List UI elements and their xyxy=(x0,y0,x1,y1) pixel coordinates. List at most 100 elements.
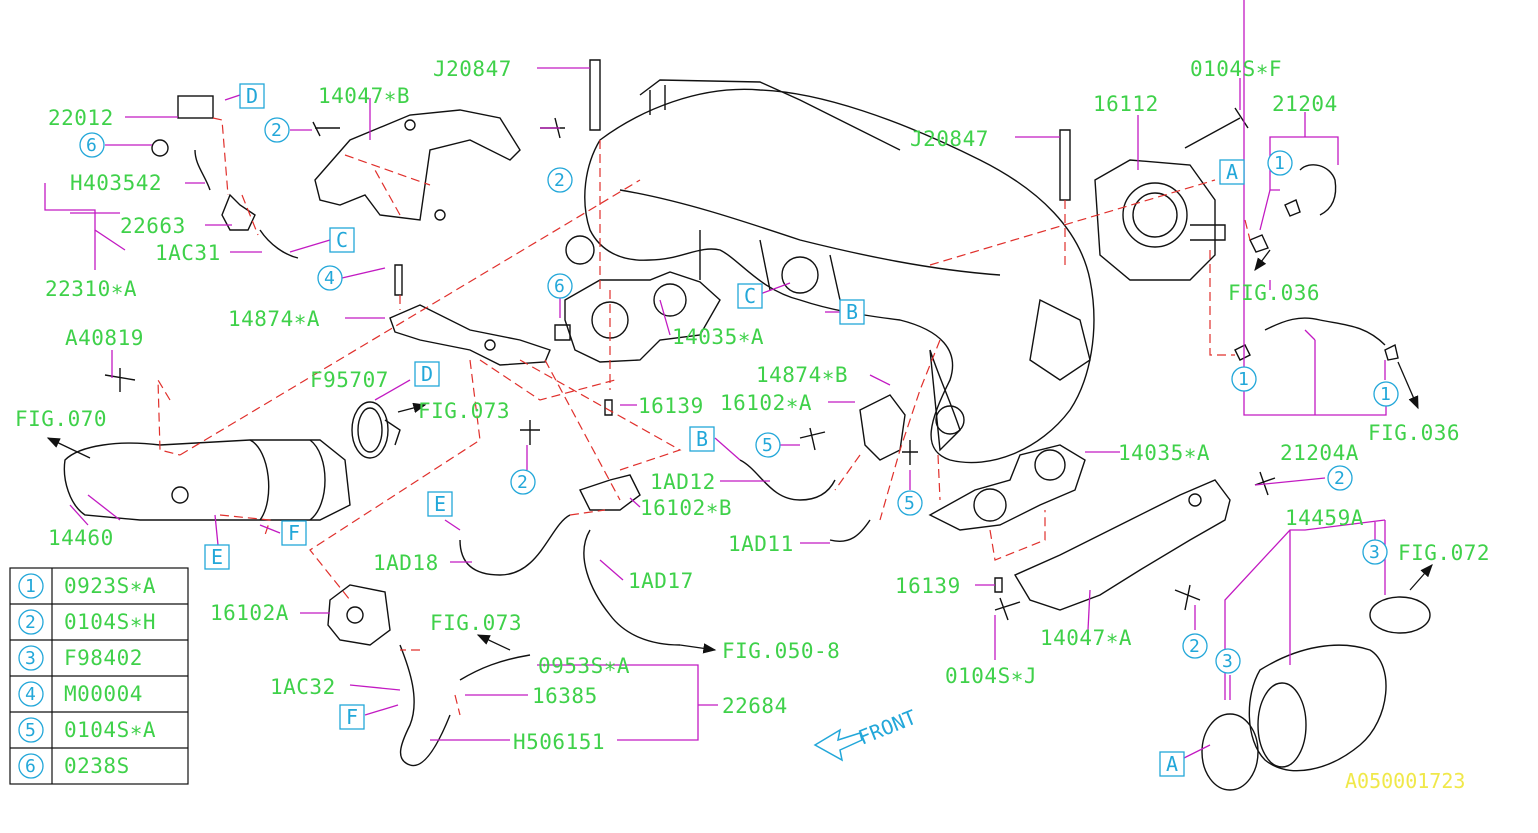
throttle-body xyxy=(1094,159,1226,281)
gasket-14035a-lower xyxy=(928,444,1086,531)
label-14460: 14460 xyxy=(48,526,114,550)
intake-manifold xyxy=(565,79,1095,464)
bracket-14874a xyxy=(389,304,551,366)
label-16102b: 16102∗B xyxy=(640,496,732,520)
solenoid-16102a-top xyxy=(859,394,906,461)
label-16139-lower: 16139 xyxy=(895,574,961,598)
legend-circle xyxy=(18,753,44,779)
label-fig036-a: FIG.036 xyxy=(1228,281,1320,305)
label-f95707: F95707 xyxy=(310,368,389,392)
label-0953s-a: 0953S∗A xyxy=(538,654,630,678)
hose-clamp-f95707 xyxy=(351,401,401,459)
letter-boxes: D C D C B B E E F F A A xyxy=(204,83,1245,777)
label-0104s-f: 0104S∗F xyxy=(1190,57,1282,81)
legend-number: 1 xyxy=(25,576,36,597)
box-f-hose: F xyxy=(346,705,358,729)
front-label: FRONT xyxy=(855,705,920,750)
box-e-hose: E xyxy=(434,492,446,516)
front-indicator: FRONT xyxy=(813,705,920,762)
legend-number: 4 xyxy=(25,684,36,705)
label-16102a: 16102A xyxy=(210,601,289,625)
label-22663: 22663 xyxy=(120,214,186,238)
callout-6-top: 6 xyxy=(86,135,97,156)
label-fig073-b: FIG.073 xyxy=(430,611,522,635)
label-16139-upper: 16139 xyxy=(638,394,704,418)
part-labels: J20847 0104S∗F 21204 16112 J20847 22012 … xyxy=(15,57,1490,754)
label-1ad11: 1AD11 xyxy=(728,532,794,556)
label-14047b: 14047∗B xyxy=(318,84,410,108)
legend-number: 2 xyxy=(25,612,36,633)
legend-part-number: M00004 xyxy=(64,682,143,706)
label-1ac32: 1AC32 xyxy=(270,675,336,699)
box-d-mid: D xyxy=(421,362,433,386)
callout-2-bottom: 2 xyxy=(1189,636,1200,657)
label-14874b: 14874∗B xyxy=(756,363,848,387)
legend-part-number: 0104S∗H xyxy=(64,610,156,634)
hoses xyxy=(194,149,1386,767)
box-e-left: E xyxy=(211,545,223,569)
label-16112: 16112 xyxy=(1093,92,1159,116)
label-16385: 16385 xyxy=(532,684,598,708)
box-b-mid: B xyxy=(846,300,858,324)
callout-5-b: 5 xyxy=(904,493,915,514)
box-d-top: D xyxy=(246,84,258,108)
label-fig070: FIG.070 xyxy=(15,407,107,431)
diagram-id: A050001723 xyxy=(1345,769,1465,793)
bracket-14047b xyxy=(314,109,521,221)
air-duct-14459a xyxy=(1201,596,1431,791)
callout-1-c: 1 xyxy=(1380,384,1391,405)
callout-6-mid: 6 xyxy=(554,276,565,297)
legend-circle xyxy=(18,573,44,599)
legend-number: 3 xyxy=(25,648,36,669)
purge-valve-16102a xyxy=(327,584,391,646)
solenoid-16102b xyxy=(579,474,641,511)
callout-2-mid: 2 xyxy=(554,170,565,191)
legend-number: 5 xyxy=(25,720,36,741)
box-f-left: F xyxy=(288,521,300,545)
box-b-hose: B xyxy=(696,427,708,451)
bracket-14047a xyxy=(1013,479,1231,611)
label-j20847-a: J20847 xyxy=(433,57,512,81)
label-21204: 21204 xyxy=(1272,92,1338,116)
label-h506151: H506151 xyxy=(513,730,605,754)
callout-2-low: 2 xyxy=(517,472,528,493)
legend-part-number: 0104S∗A xyxy=(64,718,156,742)
label-fig072: FIG.072 xyxy=(1398,541,1490,565)
label-fig073-a: FIG.073 xyxy=(418,399,510,423)
callout-4: 4 xyxy=(324,268,335,289)
callout-2-top: 2 xyxy=(271,120,282,141)
box-a-top: A xyxy=(1226,160,1238,184)
callout-3-a: 3 xyxy=(1369,542,1380,563)
label-14047a: 14047∗A xyxy=(1040,626,1132,650)
callout-3-b: 3 xyxy=(1222,651,1233,672)
label-16102a-top: 16102∗A xyxy=(720,391,812,415)
callout-circles: 6 2 2 4 6 1 1 1 5 5 2 2 2 3 3 xyxy=(79,117,1399,674)
label-14459a: 14459A xyxy=(1285,506,1364,530)
label-21204a: 21204A xyxy=(1280,441,1359,465)
legend-circle xyxy=(18,645,44,671)
label-fig050-8: FIG.050-8 xyxy=(722,639,840,663)
label-1ad12: 1AD12 xyxy=(650,470,716,494)
callout-5-a: 5 xyxy=(762,435,773,456)
air-intake-duct-14460 xyxy=(63,439,351,521)
box-c-left: C xyxy=(336,228,348,252)
label-1ad18: 1AD18 xyxy=(373,551,439,575)
label-a40819: A40819 xyxy=(65,326,144,350)
legend-part-number: 0923S∗A xyxy=(64,574,156,598)
figure-arrows xyxy=(46,249,1433,654)
legend-part-number: F98402 xyxy=(64,646,143,670)
legend-part-number: 0238S xyxy=(64,754,130,778)
callout-1-b: 1 xyxy=(1238,369,1249,390)
small-hardware xyxy=(104,59,1399,621)
callout-1-a: 1 xyxy=(1274,153,1285,174)
box-a-bottom: A xyxy=(1166,752,1178,776)
label-h403542: H403542 xyxy=(70,171,162,195)
label-22684: 22684 xyxy=(722,694,788,718)
label-1ac31: 1AC31 xyxy=(155,241,221,265)
label-fig036-b: FIG.036 xyxy=(1368,421,1460,445)
label-22012: 22012 xyxy=(48,106,114,130)
label-j20847-b: J20847 xyxy=(910,127,989,151)
